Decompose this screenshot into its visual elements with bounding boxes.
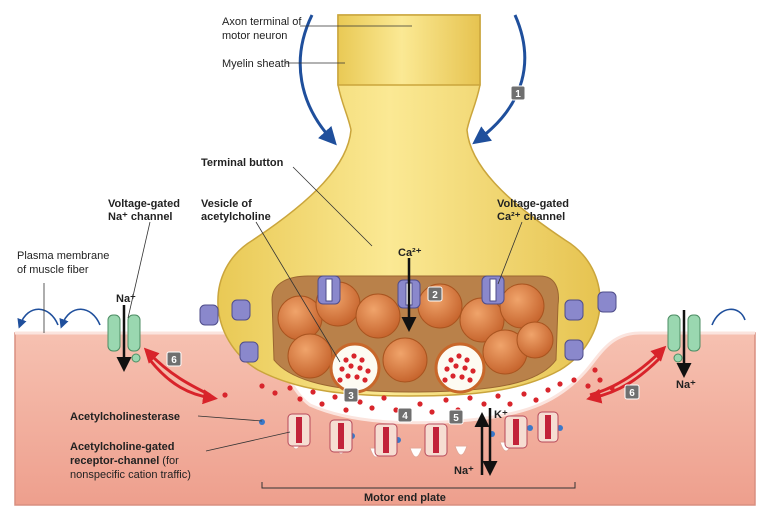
action-potential-arrows: [17, 14, 746, 329]
step-badge-2: 2: [427, 286, 443, 302]
label-motor-end-plate: Motor end plate: [364, 492, 446, 504]
ach-receptor: [329, 419, 353, 453]
label-vesicle-2: acetylcholine: [201, 211, 271, 223]
label-plasma-2: of muscle fiber: [17, 264, 89, 276]
ca-channel: [481, 275, 505, 305]
label-k-ion: K⁺: [494, 409, 508, 421]
arrow-muscle-left-1: [59, 308, 101, 329]
label-acetylcholinesterase: Acetylcholinesterase: [70, 411, 180, 423]
membrane-protein: [597, 291, 617, 313]
label-axon-terminal-2: motor neuron: [222, 30, 287, 42]
na-channel-right: [667, 314, 701, 363]
label-vg-na-2: Na⁺ channel: [108, 211, 173, 223]
step-badge-4: 4: [397, 407, 413, 423]
label-na-right: Na⁺: [676, 379, 696, 391]
arrow-right-ap: [472, 14, 527, 145]
vesicle: [355, 293, 401, 339]
vesicle-region: [271, 275, 559, 394]
vesicle: [516, 321, 554, 359]
membrane-protein: [231, 299, 251, 321]
membrane-protein: [199, 304, 219, 326]
label-myelin-sheath: Myelin sheath: [222, 58, 290, 70]
arrow-left-ap: [298, 14, 337, 146]
fusing-vesicle-left: [329, 342, 381, 394]
step-badge-3: 3: [343, 387, 359, 403]
myelin-sheath: [337, 14, 481, 86]
ach-receptor: [537, 411, 559, 443]
red-arrow-right-down: [586, 356, 662, 404]
ach-receptor: [504, 415, 528, 449]
fusing-vesicle-right: [434, 342, 486, 394]
membrane-protein: [239, 341, 259, 363]
step-number-1: 1: [515, 89, 521, 100]
membrane-protein: [564, 339, 584, 361]
vesicle: [277, 295, 323, 341]
label-vg-na-1: Voltage-gated: [108, 198, 180, 210]
label-plasma-1: Plasma membrane: [17, 250, 109, 262]
step-number-5: 5: [453, 413, 459, 424]
red-arrow-left-down: [148, 359, 218, 405]
label-na-bottom: Na⁺: [454, 465, 474, 477]
step-badge-5: 5: [448, 409, 464, 425]
label-axon-terminal-1: Axon terminal of: [222, 16, 302, 28]
label-receptor-2-bold: receptor-channel: [70, 455, 159, 467]
na-channel-left: [107, 314, 141, 363]
label-na-left: Na⁺: [116, 293, 136, 305]
label-vesicle-1: Vesicle of: [201, 198, 252, 210]
ach-receptors: [287, 411, 559, 457]
step-number-4: 4: [402, 411, 408, 422]
label-receptor-1: Acetylcholine-gated: [70, 441, 175, 453]
label-receptor-2: receptor-channel (for: [70, 455, 179, 467]
label-terminal-button: Terminal button: [201, 157, 284, 169]
local-current-arrows: [143, 345, 667, 405]
step-number-2: 2: [432, 290, 438, 301]
ca-channel: [317, 275, 341, 305]
step-number-6-right: 6: [629, 388, 635, 399]
ach-receptor: [374, 423, 398, 457]
step-badge-6-right: 6: [624, 384, 640, 400]
end-plate-bracket: [261, 482, 576, 489]
step-number-3: 3: [348, 391, 354, 402]
ach-receptor: [424, 423, 448, 457]
vesicle: [287, 333, 333, 379]
arrow-muscle-right: [711, 308, 746, 326]
step-number-6-left: 6: [171, 355, 177, 366]
label-receptor-3: nonspecific cation traffic): [70, 469, 191, 481]
label-ca-ion: Ca²⁺: [398, 247, 422, 259]
leader-lines: [43, 25, 523, 452]
label-vg-ca-1: Voltage-gated: [497, 198, 569, 210]
vesicle: [382, 337, 428, 383]
step-badge-6-left: 6: [166, 351, 182, 367]
arrow-muscle-left-2: [17, 308, 59, 329]
ach-receptor: [287, 413, 311, 447]
ion-flux-arrows: [116, 258, 692, 476]
label-receptor-2-rest: (for: [159, 455, 179, 467]
label-vg-ca-2: Ca²⁺ channel: [497, 211, 565, 223]
vesicle: [499, 283, 545, 329]
step-badge-1: 1: [510, 85, 526, 101]
membrane-protein: [564, 299, 584, 321]
